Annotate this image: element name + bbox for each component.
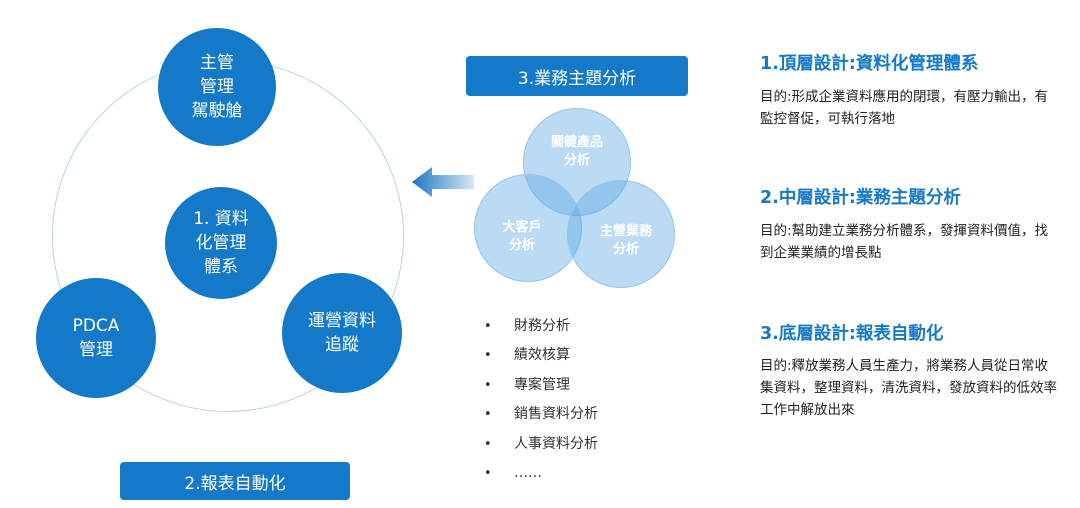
node-pdca-label: PDCA 管理 (72, 316, 120, 360)
section-top-title: 1.頂層設計:資料化管理體系 (760, 54, 979, 74)
venn-circle-left (474, 174, 582, 282)
list-item: 銷售資料分析 (484, 400, 598, 430)
venn-circle-right (567, 180, 675, 288)
list-item: 績效核算 (484, 341, 598, 371)
node-data-management-system: 1. 資料 化管理 體系 (165, 187, 277, 299)
node-operations-tracking: 運營資料 追蹤 (282, 273, 402, 393)
node-operations-tracking-label: 運營資料 追蹤 (308, 311, 376, 355)
section-bottom-desc: 目的:釋放業務人員生產力，將業務人員從日常收集資料，整理資料，清洗資料，發放資料… (760, 358, 1057, 418)
node-manager-cockpit-label: 主管 管理 駕駛艙 (191, 53, 243, 121)
venn-label-key-products: 關鍵產品 分析 (550, 135, 603, 168)
arrow-left-icon (412, 167, 474, 197)
report-automation-label: 2.報表自動化 (120, 462, 350, 500)
section-bottom-title: 3.底層設計:報表自動化 (760, 324, 944, 344)
business-topic-header-text: 3.業務主題分析 (517, 68, 637, 89)
analysis-list: 財務分析 績效核算 專案管理 銷售資料分析 人事資料分析 …… (484, 312, 598, 489)
business-topic-header: 3.業務主題分析 (466, 56, 688, 96)
list-item: …… (484, 459, 598, 489)
list-item: 財務分析 (484, 312, 598, 342)
node-pdca: PDCA 管理 (36, 278, 156, 398)
section-top-desc: 目的:形成企業資料應用的閉環，有壓力輸出，有監控督促，可執行落地 (760, 89, 1049, 127)
section-middle-desc: 目的:幫助建立業務分析體系，發揮資料價值，找到企業業績的增長點 (760, 223, 1049, 261)
node-manager-cockpit: 主管 管理 駕駛艙 (158, 28, 276, 146)
node-data-management-system-label: 1. 資料 化管理 體系 (193, 209, 249, 277)
venn-label-main-business: 主營業務 分析 (599, 224, 652, 257)
report-automation-text: 2.報表自動化 (184, 473, 286, 494)
list-item: 人事資料分析 (484, 430, 598, 460)
venn-label-major-clients: 大客戶 分析 (502, 220, 542, 253)
list-item: 專案管理 (484, 371, 598, 401)
section-middle-title: 2.中層設計:業務主題分析 (760, 188, 961, 208)
